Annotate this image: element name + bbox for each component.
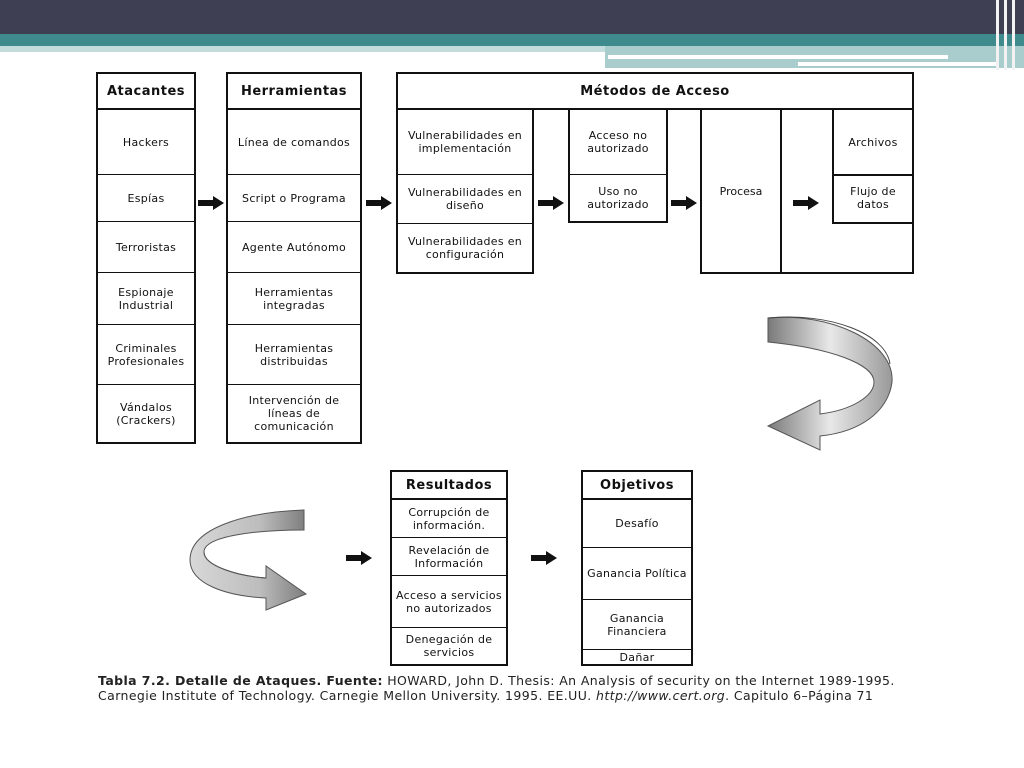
- destino-item: Flujo de datos: [834, 175, 912, 220]
- atacantes-item: Vándalos (Crackers): [116, 400, 176, 427]
- curved-arrow-down-right-icon: [189, 509, 308, 611]
- caption-text: HOWARD, John D. Thesis: An Analysis of s…: [98, 673, 895, 703]
- caption-tail: . Capitulo 6–Página 71: [725, 687, 874, 703]
- header-bar-light: [0, 46, 605, 52]
- atacantes-table: Atacantes Hackers Espías Terroristas Esp…: [96, 72, 196, 444]
- vulnerabilidad-item: Vulnerabilidades en implementación: [398, 110, 532, 175]
- herramientas-item: Agente Autónomo: [228, 222, 360, 273]
- atacantes-header: Atacantes: [98, 74, 194, 110]
- herramientas-item: Línea de comandos: [228, 110, 360, 175]
- vulnerabilidad-item: Vulnerabilidades en configuración: [407, 235, 523, 261]
- flow-arrow-icon: [793, 196, 819, 210]
- procesa-cell: Procesa: [702, 110, 782, 272]
- header-bar-teal: [0, 34, 1024, 46]
- header-vline: [1012, 0, 1015, 70]
- flow-arrow-icon: [366, 196, 392, 210]
- atacantes-item: Terroristas: [98, 222, 194, 273]
- curved-arrow-down-left-icon: [766, 316, 893, 451]
- atacantes-item: Espionaje Industrial: [98, 273, 194, 325]
- resultados-item: Revelación de Información: [392, 538, 506, 576]
- herramientas-item: Herramientas distribuidas: [228, 325, 360, 385]
- objetivos-item: Dañar: [619, 650, 655, 664]
- vulnerabilidad-item: Vulnerabilidades en diseño: [398, 175, 532, 224]
- herramientas-item: Intervención de líneas de comunicación: [248, 394, 340, 433]
- destino-item: Archivos: [834, 110, 912, 175]
- metodos-header-box: Métodos de Acceso: [396, 72, 914, 110]
- destino-column: Archivos Flujo de datos: [832, 110, 912, 224]
- resultados-header: Resultados: [392, 472, 506, 500]
- objetivos-header: Objetivos: [583, 472, 691, 500]
- resultados-item: Corrupción de información.: [392, 500, 506, 538]
- objetivos-item: Ganancia Financiera: [583, 600, 691, 650]
- resultados-item: Denegación de servicios: [405, 633, 493, 659]
- atacantes-item: Espías: [98, 175, 194, 222]
- vulnerabilidades-column: Vulnerabilidades en implementación Vulne…: [396, 108, 534, 274]
- header-vline: [996, 0, 999, 70]
- herramientas-table: Herramientas Línea de comandos Script o …: [226, 72, 362, 444]
- herramientas-header: Herramientas: [228, 74, 360, 110]
- flow-arrow-icon: [346, 551, 372, 565]
- metodos-header: Métodos de Acceso: [580, 83, 730, 99]
- header-strip-2: [798, 62, 998, 66]
- procesa-box: Procesa Archivos Flujo de datos: [700, 108, 914, 274]
- flow-arrow-icon: [671, 196, 697, 210]
- caption-url: http://www.cert.org: [596, 687, 726, 703]
- figure-caption: Tabla 7.2. Detalle de Ataques. Fuente: H…: [98, 673, 928, 703]
- resultados-table: Resultados Corrupción de información. Re…: [390, 470, 508, 666]
- flow-arrow-icon: [531, 551, 557, 565]
- herramientas-item: Script o Programa: [228, 175, 360, 222]
- caption-label: Tabla 7.2. Detalle de Ataques. Fuente:: [98, 673, 383, 688]
- flow-arrow-icon: [538, 196, 564, 210]
- atacantes-item: Hackers: [98, 110, 194, 175]
- header-bar-dark: [0, 0, 1024, 34]
- procesa-label: Procesa: [719, 184, 763, 198]
- objetivos-table: Objetivos Desafío Ganancia Política Gana…: [581, 470, 693, 666]
- resultados-item: Acceso a servicios no autorizados: [392, 576, 506, 628]
- header-vline: [1004, 0, 1007, 70]
- acceso-column: Acceso no autorizado Uso no autorizado: [568, 108, 668, 223]
- acceso-item: Uso no autorizado: [587, 185, 649, 211]
- atacantes-item: Criminales Profesionales: [98, 325, 194, 385]
- header-strip: [608, 55, 948, 59]
- objetivos-item: Ganancia Política: [583, 548, 691, 600]
- flow-arrow-icon: [198, 196, 224, 210]
- herramientas-item: Herramientas integradas: [228, 273, 360, 325]
- objetivos-item: Desafío: [583, 500, 691, 548]
- acceso-item: Acceso no autorizado: [570, 110, 666, 175]
